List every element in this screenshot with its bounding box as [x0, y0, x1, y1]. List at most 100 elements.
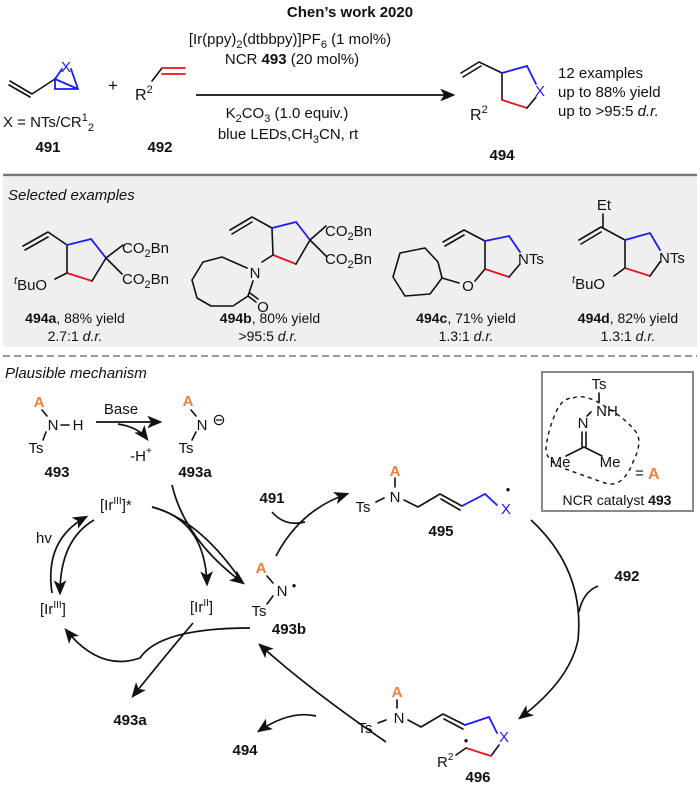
atom-n: N — [277, 583, 288, 600]
species-493: A N H Ts 493 — [29, 394, 84, 481]
group-a: A — [390, 463, 401, 480]
atom-h: H — [73, 417, 84, 434]
species-493b: A N • Ts 493b — [252, 560, 307, 638]
compound-label-492: 492 — [614, 568, 639, 585]
compound-label-491: 491 — [35, 139, 60, 156]
radical-cyclization-arrow — [258, 643, 387, 743]
group-a: A — [183, 393, 194, 410]
oxidation-branch — [151, 506, 243, 583]
condition-ncr: NCR 493 (20 mol%) — [225, 51, 359, 68]
atom-x: X — [61, 59, 71, 76]
compound-label-494: 494 — [232, 742, 258, 759]
ring-opening-arrow — [275, 492, 350, 557]
intermediate-496: A N Ts X • R2 496 — [358, 684, 510, 786]
anion-to-radical-arrow — [171, 484, 246, 585]
summary-yield: up to 88% yield — [558, 84, 661, 101]
atom-nh: NH — [596, 403, 618, 420]
atom-o: O — [257, 299, 269, 316]
radical-dot: • — [292, 578, 297, 593]
product-release-arrow — [256, 713, 317, 733]
deprotonation-step: Base -H+ — [96, 401, 163, 465]
anion-charge: ⊖ — [212, 412, 225, 429]
ir-iii-excited: [IrIII]* — [100, 496, 132, 514]
example-yield: 494a, 88% yield — [25, 310, 125, 326]
example-494d: Et NTs tBuO 494d, 82% yield 1.3:1 d.r. — [572, 197, 685, 344]
atom-n: N — [578, 415, 589, 432]
tosyl: Ts — [592, 376, 607, 393]
example-yield: 494d, 82% yield — [578, 310, 678, 326]
compound-label-493a: 493a — [113, 712, 147, 729]
excitation-arrow — [49, 515, 89, 594]
ethyl: Et — [597, 197, 612, 214]
compound-label-494: 494 — [489, 147, 515, 164]
equals-sign: = — [635, 465, 644, 482]
compound-label-495: 495 — [428, 523, 453, 540]
hv-label: hv — [36, 530, 52, 547]
compound-label-493a: 493a — [178, 464, 212, 481]
group-a: A — [256, 560, 267, 577]
radical-dot: • — [464, 733, 469, 748]
group-a: A — [34, 394, 45, 411]
tert-butoxy: tBuO — [572, 274, 605, 293]
r-group: R2 — [437, 752, 454, 771]
atom-x: X — [501, 501, 511, 518]
example-dr: 2.7:1 d.r. — [48, 328, 103, 344]
example-494a: CO2Bn CO2Bn tBuO 494a, 88% yield 2.7:1 d… — [14, 231, 169, 344]
ir-ii-to-493a-arrow — [131, 622, 194, 698]
atom-n: N — [197, 417, 208, 434]
atom-x: X — [499, 729, 509, 746]
decay-arrow — [53, 519, 95, 596]
summary-examples: 12 examples — [558, 65, 643, 82]
condition-light-solvent: blue LEDs,CH3CN, rt — [218, 126, 359, 146]
compound-label-491: 491 — [259, 490, 284, 507]
methyl: Me — [550, 454, 571, 471]
tosyl: Ts — [29, 440, 44, 457]
tosyl: Ts — [356, 499, 371, 516]
tosyl: Ts — [252, 603, 267, 620]
r-group: R2 — [470, 104, 488, 124]
base-label: Base — [104, 401, 138, 418]
group-a: A — [392, 684, 403, 701]
reactant-492: R2 492 — [135, 67, 186, 156]
ester-top: CO2Bn — [325, 223, 372, 243]
compound-label-493: 493 — [44, 464, 69, 481]
r-group: R2 — [135, 84, 153, 104]
catalyst-caption: NCR catalyst 493 — [563, 492, 672, 508]
ncr-catalyst-box: Ts NH N Me Me = A NCR catalyst 493 — [541, 371, 694, 512]
example-dr: >95:5 d.r. — [238, 328, 297, 344]
condition-catalyst: [Ir(ppy)2(dtbbpy)]PF6 (1 mol%) — [189, 31, 391, 51]
group-a: A — [648, 466, 660, 483]
proton-loss-arrow — [117, 423, 149, 442]
reagent-492-entry — [578, 585, 599, 613]
tert-butoxy: tBuO — [14, 275, 47, 294]
ntosyl: NTs — [518, 251, 544, 268]
compound-label-496: 496 — [465, 769, 490, 786]
radical-addition-arrow — [517, 519, 580, 720]
ntosyl: NTs — [659, 250, 685, 267]
example-dr: 1.3:1 d.r. — [601, 328, 656, 344]
example-494c: O NTs 494c, 71% yield 1.3:1 d.r. — [392, 229, 544, 344]
proton-label: -H+ — [130, 446, 152, 465]
examples-heading: Selected examples — [8, 187, 135, 204]
ester-bottom: CO2Bn — [122, 271, 169, 291]
tosyl: Ts — [358, 720, 373, 737]
ir-iii: [IrIII] — [40, 600, 66, 618]
example-yield: 494c, 71% yield — [416, 310, 516, 326]
radical-dot: • — [506, 482, 511, 497]
product-494: X R2 494 — [460, 61, 545, 164]
regeneration-arrow — [64, 627, 251, 663]
plus-sign: + — [108, 76, 118, 95]
atom-n: N — [250, 265, 261, 282]
summary-dr: up to >95:5 d.r. — [558, 103, 659, 120]
example-494b: N O CO2Bn CO2Bn 494b, 80% yield >95:5 d.… — [191, 216, 372, 344]
intermediate-495: A N Ts X • 495 — [356, 463, 512, 540]
reaction-conditions: [Ir(ppy)2(dtbbpy)]PF6 (1 mol%) NCR 493 (… — [189, 31, 456, 146]
catalyst-box-frame — [541, 371, 694, 512]
ir-ii: [IrII] — [190, 598, 213, 616]
reagent-491-entry — [271, 511, 306, 525]
atom-n: N — [48, 417, 59, 434]
species-493a: A N ⊖ Ts 493a — [178, 393, 225, 481]
condition-base: K2CO3 (1.0 equiv.) — [226, 105, 349, 125]
methyl: Me — [600, 454, 621, 471]
